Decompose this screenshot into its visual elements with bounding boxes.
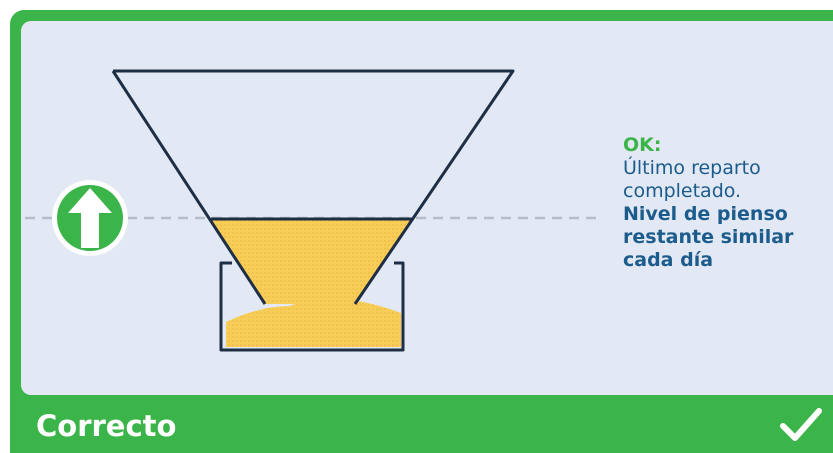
status-heading: OK:	[623, 134, 833, 157]
trough-feed	[226, 298, 401, 347]
status-info: OK: Último reparto completado. Nivel de …	[623, 134, 833, 272]
check-icon	[778, 405, 824, 445]
arrow-up-icon	[52, 180, 128, 256]
status-description: Último reparto completado.	[623, 157, 833, 203]
footer-label: Correcto	[36, 406, 176, 446]
status-emphasis: Nivel de pienso restante similar cada dí…	[623, 203, 833, 272]
